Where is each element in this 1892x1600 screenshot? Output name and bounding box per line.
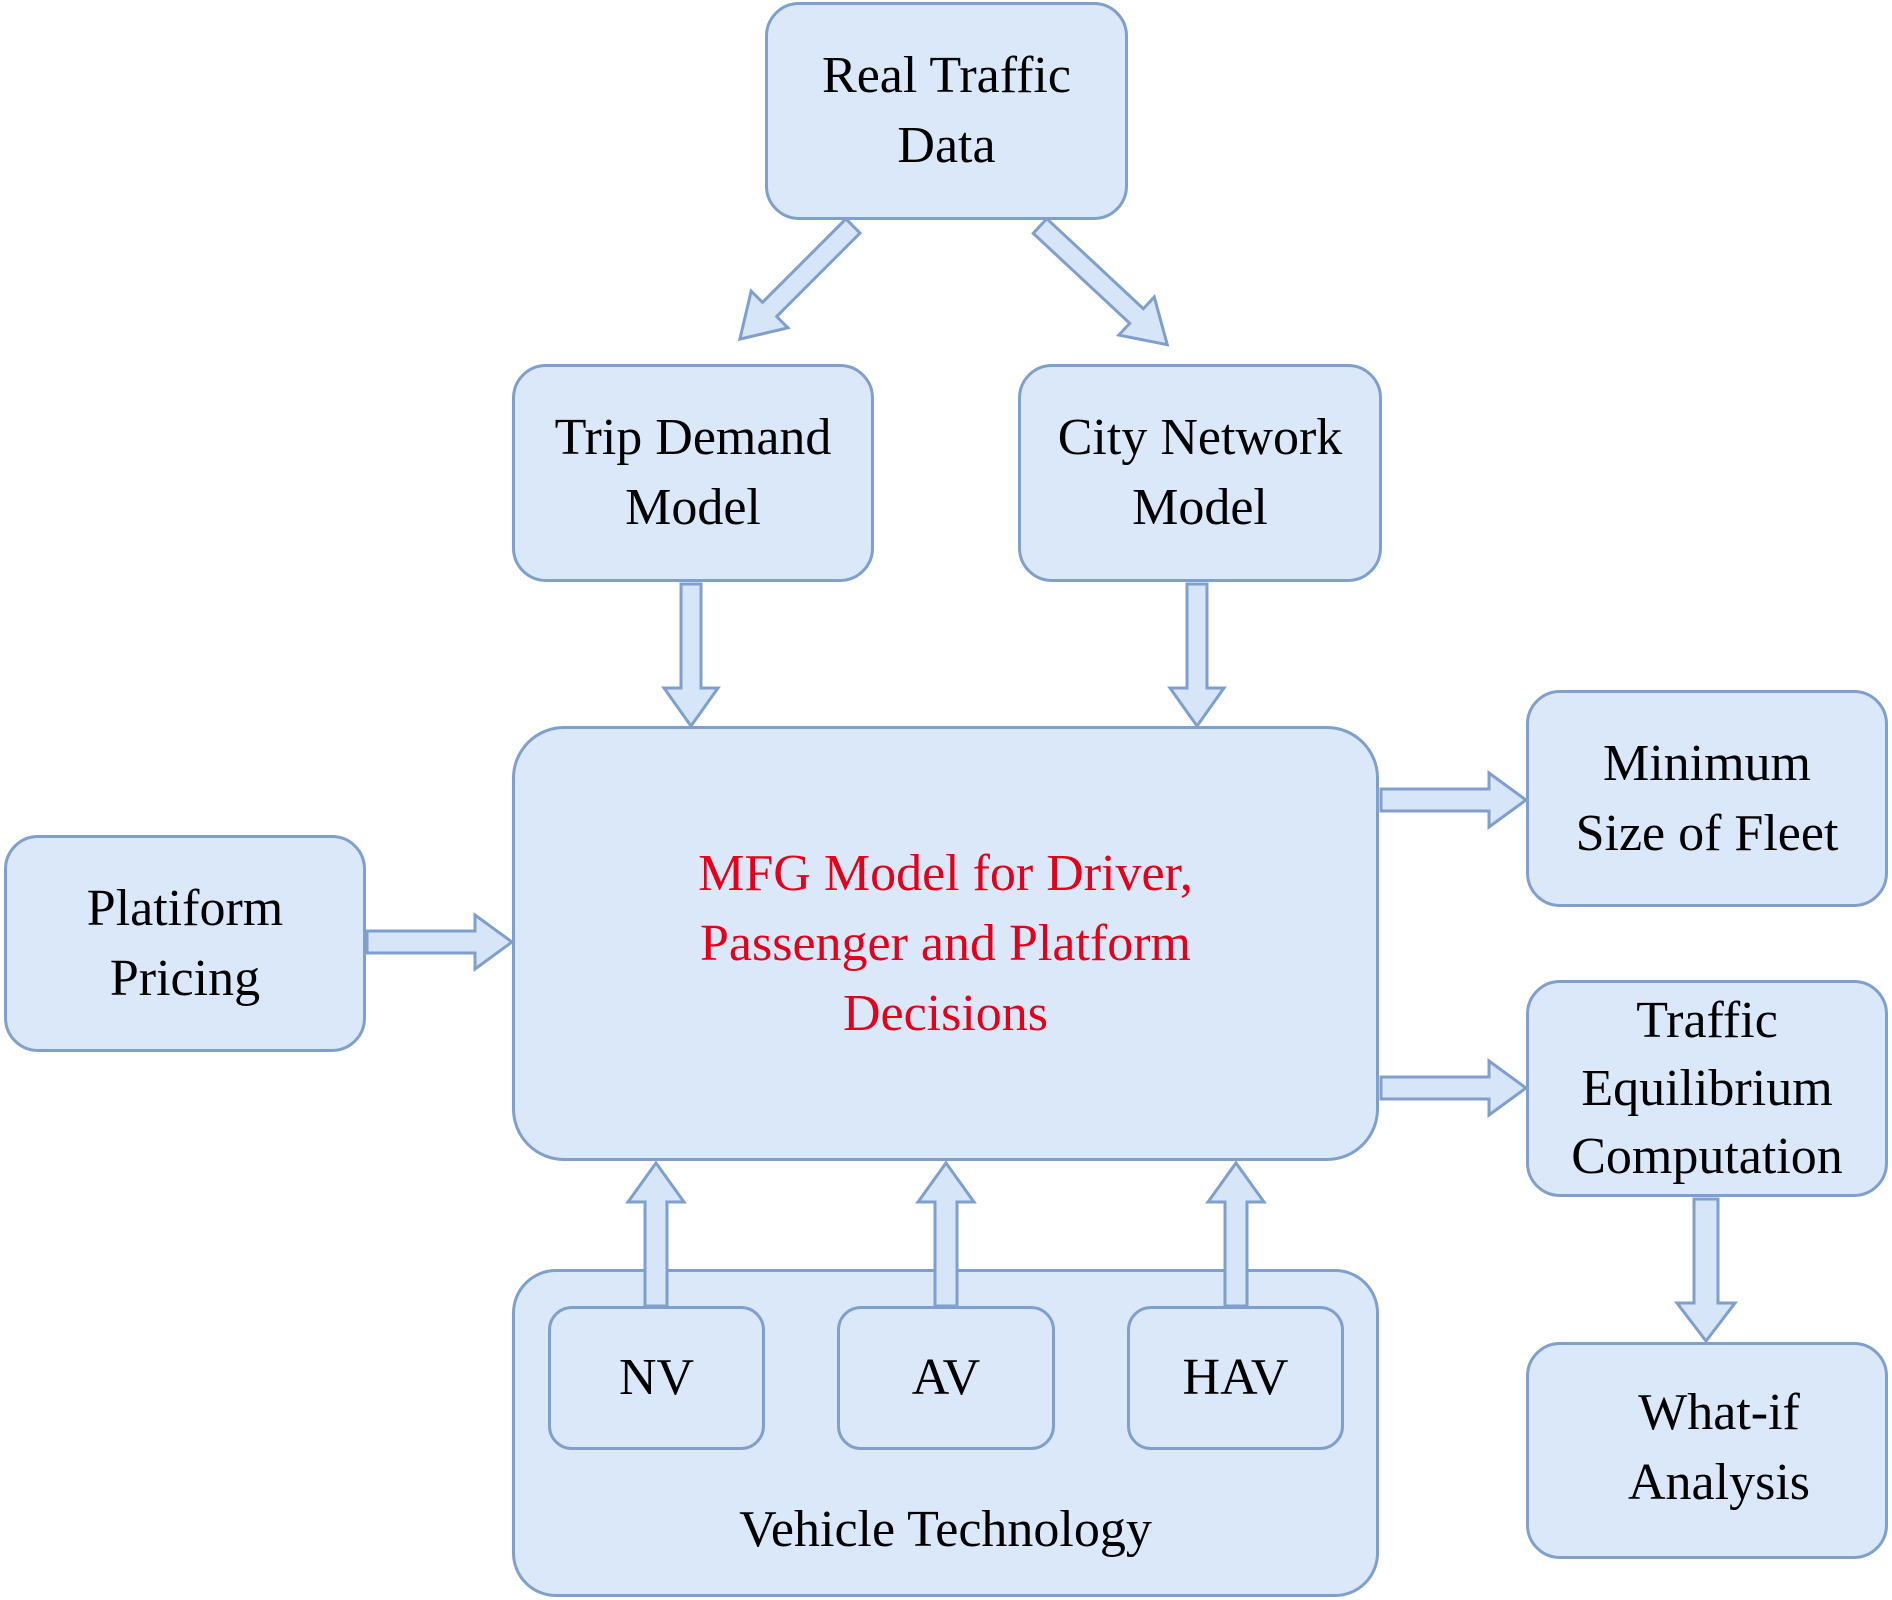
node-label-line: City Network: [1057, 409, 1343, 466]
node-label-line: Trip Demand: [554, 409, 832, 466]
node-label-line: Data: [897, 117, 996, 174]
node-label-line: Minimum: [1602, 734, 1811, 792]
node-label-line: Size of Fleet: [1575, 804, 1839, 862]
arrow-av-to-mfg: [915, 1160, 977, 1308]
node-label-line: Traffic: [1636, 991, 1778, 1049]
vehicle-type-hav: HAV: [1127, 1306, 1344, 1450]
vehicle-type-label: NV: [618, 1349, 695, 1406]
arrow-hav-to-mfg: [1205, 1160, 1267, 1308]
node-label-line: Real Traffic: [822, 47, 1071, 104]
node-label-line: Platiform: [86, 879, 284, 937]
node-label-line: Model: [625, 479, 761, 536]
node-label-line: Analysis: [1628, 1453, 1810, 1511]
arrow-mfg-to-fleet: [1379, 770, 1529, 830]
node-label-line: Pricing: [109, 949, 261, 1007]
node-label-line: MFG Model for Driver,: [698, 844, 1193, 902]
node-mfg-model: MFG Model for Driver, Passenger and Platf…: [512, 726, 1379, 1161]
arrow-pricing-to-mfg: [365, 912, 515, 972]
arrow-equilibrium-to-whatif: [1673, 1197, 1739, 1344]
vehicle-type-nv: NV: [548, 1306, 765, 1450]
node-label-line: Passenger and Platform: [699, 914, 1191, 972]
node-label-line: Decisions: [842, 984, 1049, 1042]
arrow-realdata-to-tripdemand: [737, 216, 863, 342]
arrow-nv-to-mfg: [625, 1160, 687, 1308]
arrow-tripdemand-to-mfg: [661, 582, 721, 729]
vehicle-type-label: AV: [911, 1349, 981, 1406]
arrow-citynetwork-to-mfg: [1167, 582, 1227, 729]
arrow-realdata-to-citynetwork: [1031, 216, 1170, 347]
node-label-line: Computation: [1571, 1127, 1843, 1185]
node-label-line: Equilibrium: [1581, 1059, 1833, 1117]
vehicle-type-label: HAV: [1182, 1349, 1289, 1406]
vehicle-technology-label: Vehicle Technology: [739, 1501, 1152, 1558]
arrow-mfg-to-equilibrium: [1379, 1058, 1529, 1118]
node-label-line: What-if: [1638, 1383, 1800, 1441]
node-label-line: Model: [1132, 479, 1268, 536]
vehicle-type-av: AV: [837, 1306, 1055, 1450]
